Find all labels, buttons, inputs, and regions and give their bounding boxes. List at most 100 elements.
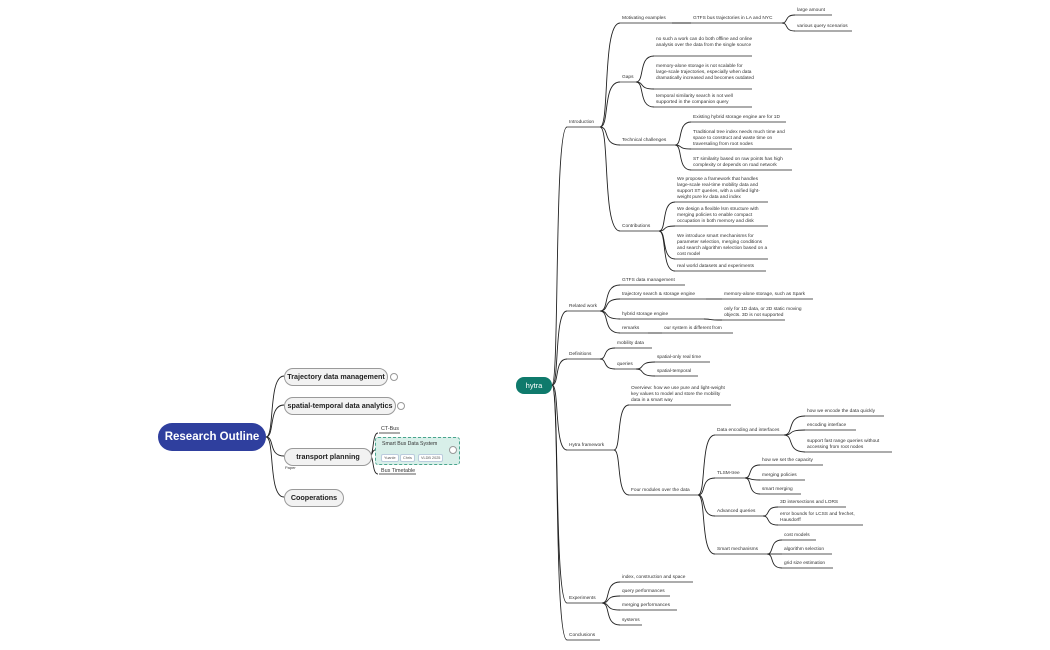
root-branch-connector [265,404,285,438]
connector-line [762,506,779,517]
connector-line [783,429,806,436]
collapse-icon[interactable] [449,446,457,454]
connector-line [613,404,630,451]
connector-line [551,384,568,451]
connector-line [703,318,723,321]
connector-line [551,310,568,386]
section-node[interactable]: Experiments [569,596,596,601]
connector-line [781,22,796,32]
node[interactable]: GTFS data management [622,278,675,283]
collapse-icon[interactable] [397,402,405,410]
node[interactable]: Traditional tree index needs much time a… [693,130,785,147]
section-node[interactable]: Conclusions [569,633,596,638]
node[interactable]: query performances [622,589,665,594]
node[interactable]: index, construction and space [622,575,686,580]
connector-line [551,384,568,604]
node[interactable]: Advanced queries [717,509,756,514]
node[interactable]: how we encode the data quickly [807,409,875,414]
node[interactable]: our system is different from [664,326,722,331]
node[interactable]: merging performances [622,603,670,608]
node[interactable]: We introduce smart mechanisms for parame… [677,234,768,257]
node[interactable]: error bounds for LCSS and frechet, Hausd… [780,512,855,523]
card-tag: VLDB 2025 [418,454,444,462]
node[interactable]: grid size estimation [784,561,826,566]
node[interactable]: spatial-only real time [657,355,701,360]
connector-line [599,358,616,370]
branch-cooperations[interactable]: Cooperations [284,489,344,507]
branch-transport-planning[interactable]: transport planning [284,448,372,466]
connector-line [613,449,630,496]
node[interactable]: GTFS bus trajectories in LA and NYC [693,16,773,21]
section-node[interactable]: Related work [569,304,597,309]
node[interactable]: real world datasets and experiments [677,264,755,269]
node[interactable]: temporal similarity search is not well s… [656,94,733,105]
node[interactable]: cost models [784,533,810,538]
node[interactable]: Motivating examples [622,16,666,21]
node[interactable]: only for 1D data, or 2D static moving ob… [724,307,802,318]
branch-trajectory-data-management[interactable]: Trajectory data management [284,368,388,386]
connector-line [674,121,692,146]
section-node[interactable]: Hytra framework [569,443,605,448]
hytra-node[interactable]: hytra [516,377,552,394]
node[interactable]: Data encoding and interfaces [717,428,780,433]
node[interactable]: systems [622,618,640,623]
connector-line [599,126,621,232]
connector-line [599,81,621,128]
connector-line [635,368,656,377]
node[interactable]: We propose a framework that handles larg… [677,177,760,200]
section-node[interactable]: Introduction [569,120,595,125]
node[interactable]: trajectory search & storage engine [622,292,696,297]
branch-note: Paper [285,465,296,470]
collapse-icon[interactable] [390,373,398,381]
connector-line [658,230,676,272]
node[interactable]: TLSM-tree [717,471,740,476]
card-title: Smart Bus Data System [382,441,438,447]
connector-line [635,55,655,83]
transport-item-bus-timetable[interactable]: Bus Timetable [381,468,416,474]
node[interactable]: smart merging [762,487,793,492]
node[interactable]: Existing hybrid storage engine are for 1… [693,115,780,120]
node[interactable]: no such a work can do both offline and o… [656,37,753,48]
node[interactable]: large amount [797,8,825,13]
node[interactable]: queries [617,362,633,367]
node[interactable]: Contributions [622,224,651,229]
connector-line [697,477,716,496]
connector-line [697,494,716,555]
node[interactable]: Four modules over the data [631,488,690,493]
node[interactable]: merging policies [762,473,797,478]
node[interactable]: mobility data [617,341,644,346]
card-tag: Yuanle [381,454,399,462]
node[interactable]: spatial-temporal [657,369,692,374]
node[interactable]: how we set the capacity [762,458,813,463]
node[interactable]: ST similarity based on raw points has hi… [693,157,783,168]
smart-bus-card[interactable]: Smart Bus Data System Yuanle Chris VLDB … [375,437,460,465]
node[interactable]: Technical challenges [622,138,667,143]
node[interactable]: hybrid storage engine [622,312,669,317]
connector-line [744,477,761,495]
node[interactable]: encoding interface [807,423,847,428]
transport-item-ct-bus[interactable]: CT-Bus [381,426,399,432]
connector-line [766,553,783,569]
section-node[interactable]: Definitions [569,352,592,357]
connector-line [635,361,656,370]
node[interactable]: remarks [622,326,640,331]
root-node[interactable]: Research Outline [158,423,266,451]
node[interactable]: We design a flexible lsm structure with … [677,207,759,224]
node[interactable]: Smart mechanisms [717,547,759,552]
node[interactable]: memory-alone storage is not scalable for… [656,64,754,81]
node[interactable]: Gaps [622,75,634,80]
node[interactable]: Overview: how we use pure and light-weig… [631,386,725,403]
connector-line [658,230,676,260]
connector-line [599,22,621,128]
node[interactable]: support fast range queries without acces… [807,439,880,450]
node[interactable]: memory-alone storage, such as Spark [724,292,806,297]
connector-line [551,126,568,386]
node[interactable]: 3D intersections and LORS [780,500,839,505]
connector-line [599,126,621,146]
node[interactable]: algorithm selection [784,547,824,552]
connector-line [599,310,621,334]
node[interactable]: various query scenarios [797,24,848,29]
connector-line [697,434,716,496]
branch-spatial-temporal-data-analytics[interactable]: spatial-temporal data analytics [284,397,396,415]
